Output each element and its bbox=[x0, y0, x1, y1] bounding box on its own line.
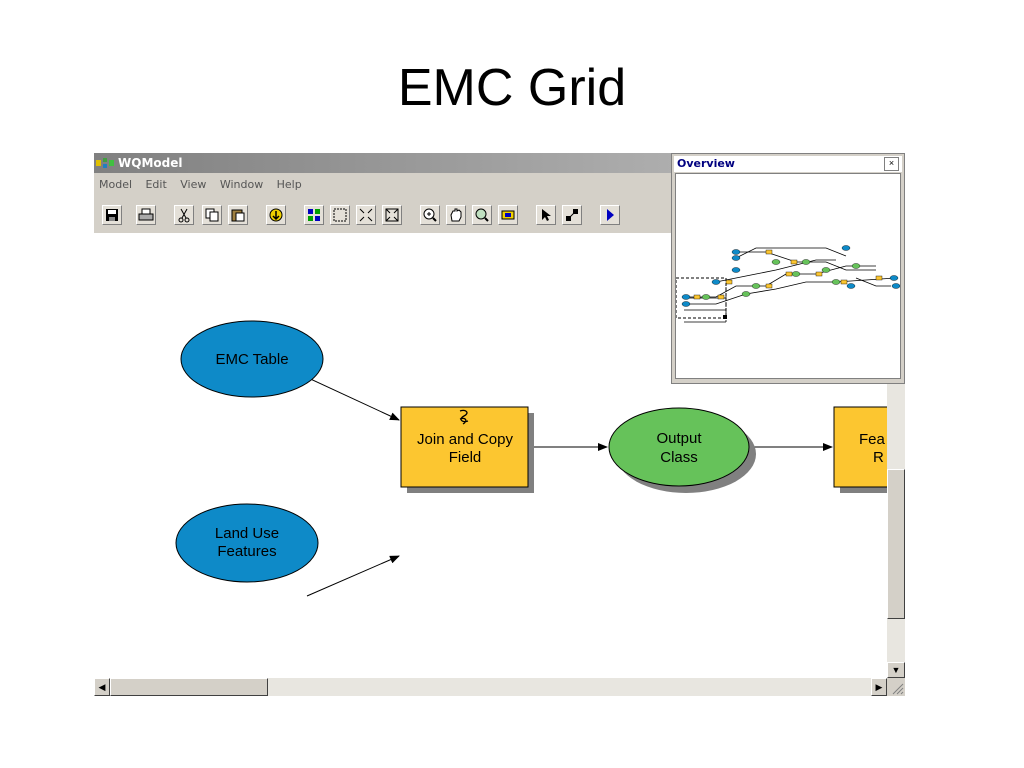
print-icon bbox=[138, 208, 154, 221]
menu-edit[interactable]: Edit bbox=[145, 178, 167, 191]
land-use-features-node[interactable]: Land Use Features bbox=[175, 503, 319, 583]
model-canvas[interactable]: EMC Table Land Use Features Join and Cop… bbox=[94, 233, 887, 678]
run-button[interactable] bbox=[600, 205, 620, 225]
menu-window[interactable]: Window bbox=[219, 178, 264, 191]
horizontal-scroll-thumb[interactable] bbox=[110, 678, 268, 696]
zoom-in-icon bbox=[423, 208, 437, 222]
cut-button[interactable] bbox=[174, 205, 194, 225]
pan-icon bbox=[450, 208, 462, 222]
model-app-icon bbox=[96, 158, 114, 168]
overview-titlebar: Overview × bbox=[674, 156, 902, 172]
pointer-button[interactable] bbox=[536, 205, 556, 225]
overview-map[interactable] bbox=[675, 173, 901, 379]
overview-thumbnail bbox=[676, 245, 900, 323]
grid-button[interactable] bbox=[304, 205, 324, 225]
size-grip-icon[interactable] bbox=[887, 678, 905, 696]
scroll-down-arrow-icon[interactable]: ▼ bbox=[887, 662, 905, 678]
print-button[interactable] bbox=[136, 205, 156, 225]
grid-icon bbox=[308, 209, 320, 221]
add-data-button[interactable] bbox=[266, 205, 286, 225]
full-extent-button[interactable] bbox=[498, 205, 518, 225]
shrink-button[interactable] bbox=[356, 205, 376, 225]
horizontal-scrollbar[interactable]: ◀ ▶ bbox=[94, 678, 887, 696]
save-button[interactable] bbox=[102, 205, 122, 225]
model-diagram: EMC Table Land Use Features Join and Cop… bbox=[175, 320, 887, 597]
overview-viewport-indicator[interactable] bbox=[676, 277, 727, 319]
menu-help[interactable]: Help bbox=[276, 178, 302, 191]
connect-button[interactable] bbox=[562, 205, 582, 225]
scroll-right-arrow-icon[interactable]: ▶ bbox=[871, 678, 887, 696]
pointer-icon bbox=[542, 209, 551, 221]
overview-title: Overview bbox=[677, 157, 735, 170]
connector-landuse-to-join bbox=[306, 555, 400, 597]
copy-icon bbox=[205, 208, 219, 222]
menu-model[interactable]: Model bbox=[99, 178, 133, 191]
scroll-left-arrow-icon[interactable]: ◀ bbox=[94, 678, 110, 696]
copy-button[interactable] bbox=[202, 205, 222, 225]
paste-button[interactable] bbox=[228, 205, 248, 225]
connector-emc-to-join bbox=[303, 375, 400, 421]
cut-icon bbox=[178, 208, 190, 223]
slide-title: EMC Grid bbox=[397, 59, 627, 117]
window-title: WQModel bbox=[118, 156, 183, 170]
pan-button[interactable] bbox=[446, 205, 466, 225]
add-data-icon bbox=[269, 208, 283, 222]
output-label-line1: Output bbox=[656, 430, 702, 447]
feature-node[interactable]: Fea R bbox=[833, 406, 887, 493]
feature-label-line1: Fea bbox=[859, 431, 886, 448]
overview-close-icon[interactable]: × bbox=[884, 157, 899, 171]
emc-table-label: EMC Table bbox=[215, 351, 288, 368]
script-tool-icon bbox=[459, 409, 469, 425]
emc-table-node[interactable]: EMC Table bbox=[180, 320, 324, 398]
join-and-copy-field-node[interactable]: Join and Copy Field bbox=[400, 406, 534, 493]
connect-icon bbox=[566, 209, 578, 221]
join-label-line2: Field bbox=[449, 449, 482, 466]
select-all-icon bbox=[333, 208, 347, 222]
join-label-line1: Join and Copy bbox=[417, 431, 513, 448]
zoom-in-button[interactable] bbox=[420, 205, 440, 225]
land-use-label-line2: Features bbox=[217, 543, 276, 560]
zoom-tool-icon bbox=[475, 208, 489, 222]
overview-panel: Overview × bbox=[671, 153, 905, 384]
menu-view[interactable]: View bbox=[180, 178, 207, 191]
run-icon bbox=[607, 209, 614, 221]
output-label-line2: Class bbox=[660, 449, 698, 466]
zoom-tool-button[interactable] bbox=[472, 205, 492, 225]
paste-icon bbox=[231, 209, 245, 222]
select-all-button[interactable] bbox=[330, 205, 350, 225]
feature-label-line2: R bbox=[873, 449, 884, 466]
output-class-node[interactable]: Output Class bbox=[608, 407, 756, 493]
shrink-icon bbox=[359, 208, 373, 222]
full-extent-icon bbox=[501, 210, 515, 220]
land-use-label-line1: Land Use bbox=[215, 525, 279, 542]
expand-icon bbox=[385, 208, 399, 222]
vertical-scroll-thumb[interactable] bbox=[887, 469, 905, 619]
expand-button[interactable] bbox=[382, 205, 402, 225]
save-icon bbox=[106, 209, 118, 221]
